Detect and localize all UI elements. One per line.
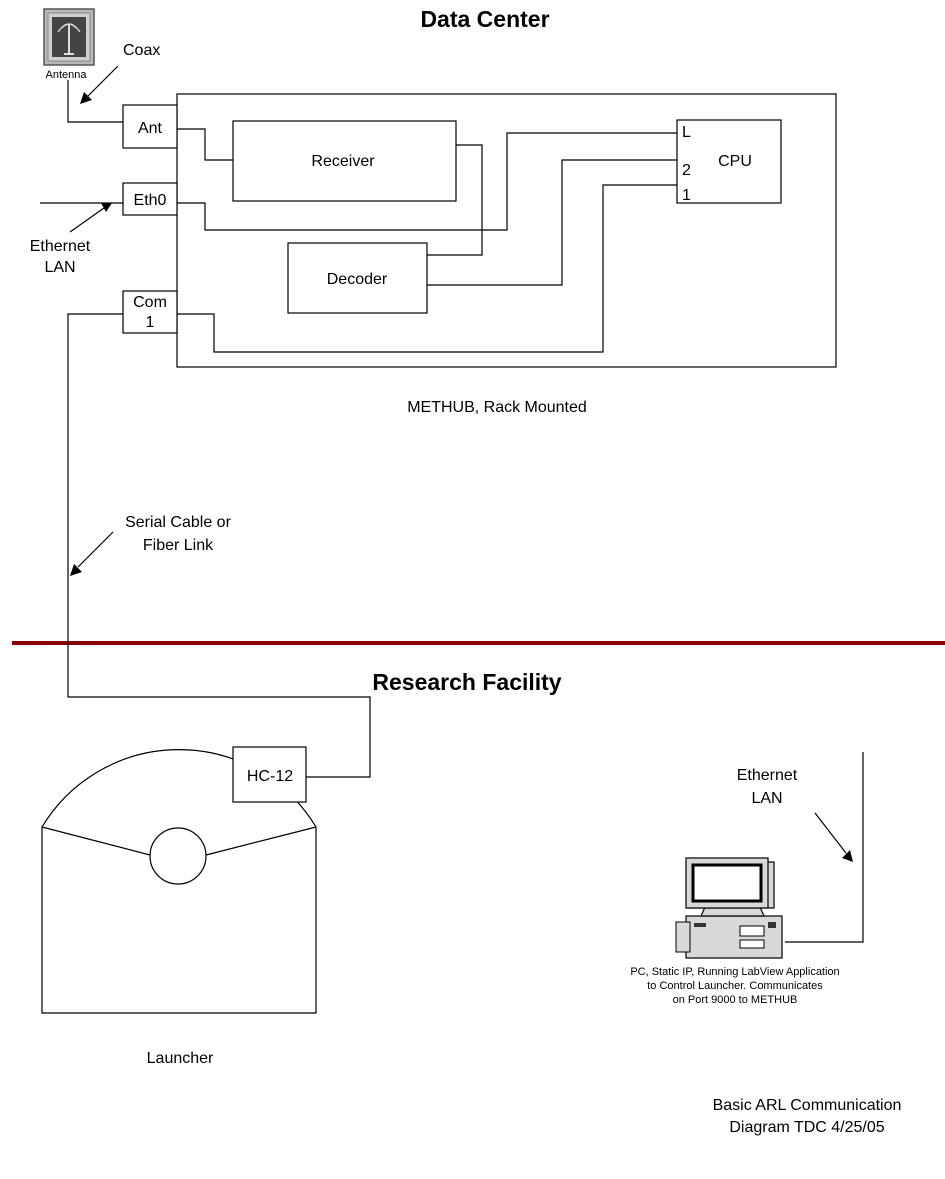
footer-line1: Basic ARL Communication	[713, 1097, 902, 1114]
cpu-port-2-label: 2	[682, 162, 691, 179]
coax-label: Coax	[123, 42, 160, 59]
ethernet-arrowhead-bottom	[842, 850, 853, 862]
launcher-label: Launcher	[147, 1050, 214, 1067]
launcher-shape	[41, 749, 317, 1014]
com1-port-label-line2: 1	[146, 314, 155, 331]
ethernet-label-bottom-line2: LAN	[751, 790, 782, 807]
receiver-box	[232, 120, 457, 202]
wire-decoder-to-cpu-2	[427, 159, 677, 286]
com1-port-label-line1: Com	[133, 294, 167, 311]
wire-ant-to-receiver	[177, 128, 233, 161]
decoder-label: Decoder	[327, 271, 388, 288]
serial-cable	[67, 313, 371, 778]
ethernet-arrow-bottom	[814, 812, 847, 854]
serial-label-line1: Serial Cable or	[125, 514, 232, 531]
cpu-port-1-label: 1	[682, 187, 691, 204]
antenna-label: Antenna	[46, 69, 88, 81]
coax-cable	[67, 80, 123, 123]
pc-caption-line2: to Control Launcher. Communicates	[647, 980, 823, 992]
wire-com1-to-cpu-1	[177, 184, 677, 353]
ethernet-arrow-top	[69, 207, 105, 233]
cpu-port-l-label: L	[682, 124, 691, 141]
antenna-icon	[43, 8, 95, 66]
ethernet-label-top-line2: LAN	[44, 259, 75, 276]
wire-receiver-to-decoder	[427, 144, 483, 256]
eth0-port-label: Eth0	[134, 192, 167, 209]
wire-eth0-to-cpu-l	[177, 132, 677, 231]
ant-port-label: Ant	[138, 120, 163, 137]
cpu-box	[676, 119, 782, 204]
eth0-port	[122, 182, 178, 216]
ethernet-arrowhead-top	[101, 203, 112, 212]
hc12-box	[232, 746, 307, 803]
ant-port	[122, 104, 178, 149]
serial-label-line2: Fiber Link	[143, 537, 214, 554]
serial-arrow	[77, 531, 114, 568]
data-center-heading: Data Center	[420, 6, 549, 32]
pc-caption-line1: PC, Static IP, Running LabView Applicati…	[630, 966, 839, 978]
research-facility-heading: Research Facility	[372, 669, 561, 695]
com1-port	[122, 290, 178, 334]
coax-arrow	[87, 65, 119, 97]
receiver-label: Receiver	[311, 153, 375, 170]
ethernet-lan-cable-bottom	[785, 752, 864, 943]
pc-computer-icon	[675, 857, 783, 959]
serial-arrowhead	[70, 564, 82, 576]
footer-line2: Diagram TDC 4/25/05	[729, 1119, 884, 1136]
decoder-box	[287, 242, 428, 314]
hc12-label: HC-12	[247, 768, 293, 785]
pc-caption-line3: on Port 9000 to METHUB	[673, 994, 798, 1006]
ethernet-label-top-line1: Ethernet	[30, 238, 91, 255]
methub-caption: METHUB, Rack Mounted	[407, 399, 587, 416]
cpu-label: CPU	[718, 153, 752, 170]
ethernet-label-bottom-line1: Ethernet	[737, 767, 798, 784]
coax-arrowhead	[80, 92, 92, 104]
